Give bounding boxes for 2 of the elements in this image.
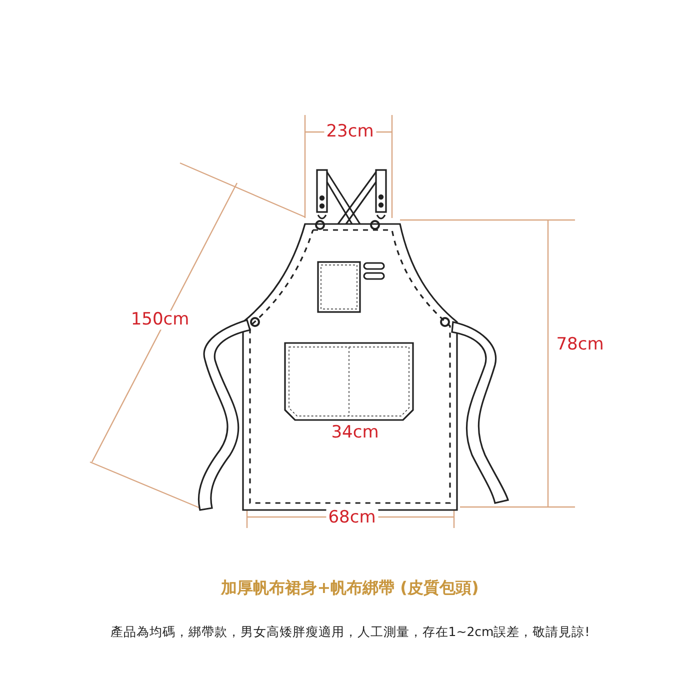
- caption: 產品為均碼，綁帶款，男女高矮胖瘦適用，人工測量，存在1~2cm誤差，敬請見諒!: [109, 624, 591, 641]
- title: 加厚帆布裙身+帆布綁帶 (皮質包頭): [220, 578, 480, 599]
